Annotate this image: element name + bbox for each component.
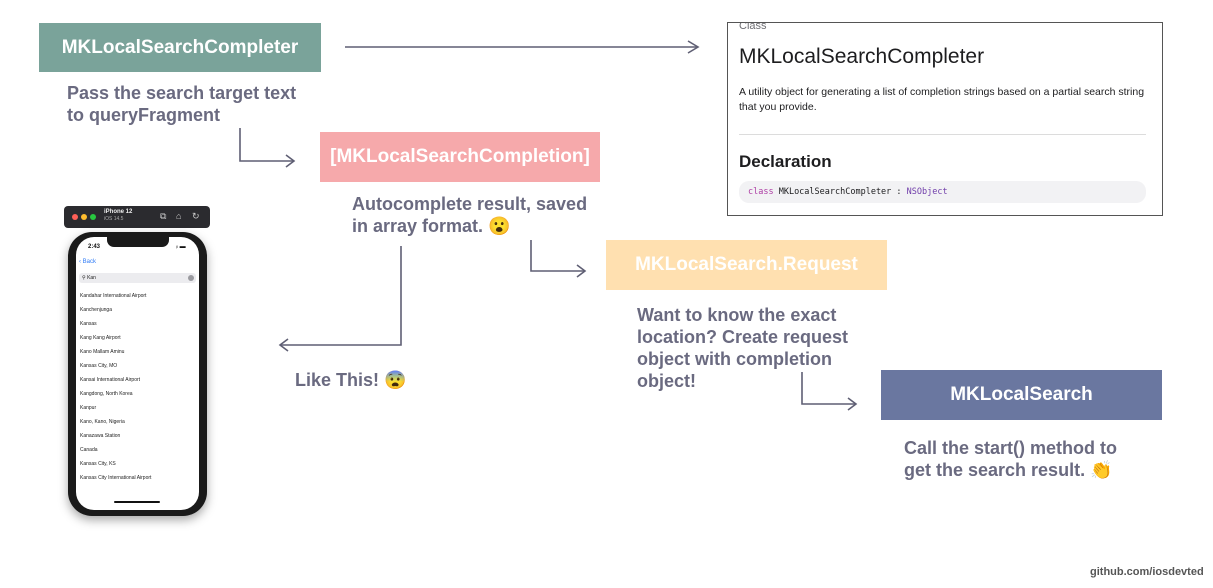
code-name: MKLocalSearchCompleter : xyxy=(773,187,907,197)
list-item[interactable]: Kansas City, KS xyxy=(80,461,116,467)
list-item[interactable]: Kanchenjunga xyxy=(80,307,112,313)
code-keyword: class xyxy=(748,187,774,197)
list-item[interactable]: Kansai International Airport xyxy=(80,377,141,383)
arrow-completion-to-like-this xyxy=(278,246,402,352)
caption-line: to queryFragment xyxy=(67,105,221,125)
completer-box-label: MKLocalSearchCompleter xyxy=(61,36,299,58)
back-button[interactable]: ‹ Back xyxy=(79,259,96,265)
search-box: MKLocalSearch xyxy=(881,370,1162,420)
completer-box: MKLocalSearchCompleter xyxy=(39,23,321,72)
home-indicator xyxy=(114,501,160,503)
caption-line: Call the start() method to xyxy=(904,438,1118,458)
caption-line: location? Create request xyxy=(637,327,849,347)
doc-title: MKLocalSearchCompleter xyxy=(739,45,985,68)
caption-line: Autocomplete result, saved xyxy=(352,194,588,214)
doc-declaration-heading: Declaration xyxy=(739,152,832,171)
list-item[interactable]: Kanazawa Station xyxy=(80,433,121,439)
caption-line: in array format. 😮 xyxy=(352,216,511,236)
doc-code-block: class MKLocalSearchCompleter : NSObject xyxy=(739,181,1146,203)
doc-divider xyxy=(739,134,1146,135)
completion-box: [MKLocalSearchCompletion] xyxy=(320,132,600,182)
request-box-label: MKLocalSearch.Request xyxy=(635,254,858,275)
screenshot-icon[interactable]: ⧉ xyxy=(160,211,167,221)
signal-wifi-battery-icon: ᵢₗ ▬ xyxy=(176,244,186,250)
code-type: NSObject xyxy=(906,187,948,197)
simulator-toolbar: iPhone 12 iOS 14.5 ⧉ ⌂ ↻ xyxy=(64,206,210,228)
zoom-dot-icon[interactable] xyxy=(90,214,96,220)
clear-icon[interactable] xyxy=(188,275,194,281)
completer-caption: Pass the search target text to queryFrag… xyxy=(67,82,296,126)
search-input[interactable]: ⚲ Kan xyxy=(79,273,196,283)
notch xyxy=(107,237,169,247)
documentation-card: Class MKLocalSearchCompleter A utility o… xyxy=(727,22,1163,216)
close-dot-icon[interactable] xyxy=(72,214,78,220)
caption-line: get the search result. 👏 xyxy=(904,460,1113,480)
request-caption: Want to know the exact location? Create … xyxy=(637,304,848,392)
status-time: 2:43 xyxy=(88,244,101,250)
like-this-caption: Like This! 😨 xyxy=(295,370,407,390)
iphone-frame: 2:43 ᵢₗ ▬ ‹ Back ⚲ Kan Kandahar Internat… xyxy=(68,232,207,516)
arrow-completer-to-doc xyxy=(345,40,700,54)
search-icon: ⚲ xyxy=(82,275,88,281)
caption-line: Want to know the exact xyxy=(637,305,837,325)
completion-box-label: [MKLocalSearchCompletion] xyxy=(330,146,590,167)
iphone-screen: 2:43 ᵢₗ ▬ ‹ Back ⚲ Kan Kandahar Internat… xyxy=(76,237,199,510)
doc-kind: Class xyxy=(739,22,767,32)
list-item[interactable]: Canada xyxy=(80,447,98,453)
completion-caption: Autocomplete result, saved in array form… xyxy=(352,193,587,237)
simulator-os: iOS 14.5 xyxy=(104,216,124,222)
list-item[interactable]: Kangdong, North Korea xyxy=(80,391,133,397)
list-item[interactable]: Kansas City, MO xyxy=(80,363,118,369)
list-item[interactable]: Kanpur xyxy=(80,405,97,411)
results-list: Kandahar International Airport Kanchenju… xyxy=(80,293,196,489)
search-caption: Call the start() method to get the searc… xyxy=(904,437,1117,481)
caption-line: object! xyxy=(637,371,697,391)
rotate-icon[interactable]: ↻ xyxy=(192,211,200,221)
request-box: MKLocalSearch.Request xyxy=(606,240,887,290)
list-item[interactable]: Kano, Kano, Nigeria xyxy=(80,419,125,425)
credit-text: github.com/iosdevted xyxy=(1090,566,1204,578)
arrow-completer-to-completion xyxy=(239,128,296,168)
chevron-left-icon: ‹ xyxy=(79,259,83,265)
simulator-title: iPhone 12 iOS 14.5 xyxy=(104,209,132,223)
simulator-device: iPhone 12 xyxy=(104,209,133,215)
arrow-completion-to-request xyxy=(530,240,587,278)
arrow-request-to-search xyxy=(801,372,858,411)
search-value: Kan xyxy=(87,275,96,281)
list-item[interactable]: Kansas xyxy=(80,321,97,327)
doc-description: A utility object for generating a list o… xyxy=(739,86,1145,113)
list-item[interactable]: Kang Kang Airport xyxy=(80,335,121,341)
list-item[interactable]: Kansas City International Airport xyxy=(80,475,152,481)
home-icon[interactable]: ⌂ xyxy=(176,211,182,221)
search-box-label: MKLocalSearch xyxy=(950,384,1093,405)
caption-line: Pass the search target text xyxy=(67,83,297,103)
minimize-dot-icon[interactable] xyxy=(81,214,87,220)
back-label: Back xyxy=(82,259,97,265)
list-item[interactable]: Kano Mallam Aminu xyxy=(80,349,125,355)
caption-line: object with completion xyxy=(637,349,833,369)
list-item[interactable]: Kandahar International Airport xyxy=(80,293,147,299)
